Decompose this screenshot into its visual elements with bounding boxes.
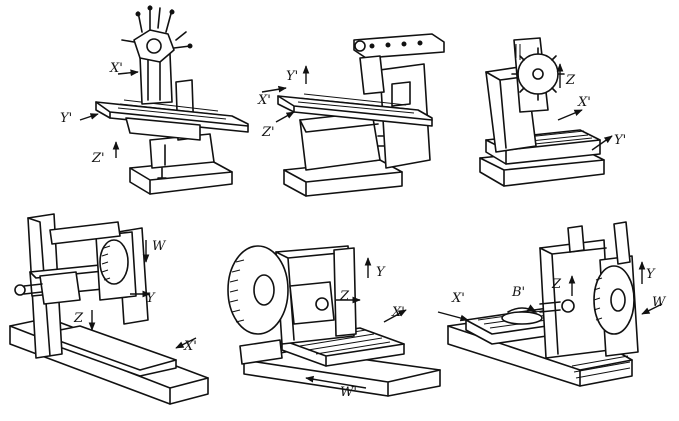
axis-label-y: Y' bbox=[60, 111, 72, 126]
axis-label-z: Z' bbox=[91, 151, 105, 166]
axis-label-x: X' bbox=[391, 305, 405, 320]
axis-label-z: Z bbox=[551, 277, 562, 292]
axis-label-y: Y bbox=[376, 265, 386, 280]
floor-boring-mill bbox=[227, 245, 441, 397]
axis-label-w: W' bbox=[340, 385, 357, 400]
axis-label-y: Y' bbox=[614, 133, 626, 148]
axis-label-y: Y bbox=[146, 291, 156, 306]
axis-label-x: X' bbox=[451, 291, 465, 306]
axis-label-x: X' bbox=[183, 339, 197, 354]
axis-label-w: W bbox=[152, 239, 167, 254]
axis-label-x: X' bbox=[577, 95, 591, 110]
axis-label-b: B' bbox=[511, 285, 525, 300]
horizontal-boring-mill bbox=[437, 221, 663, 387]
axis-label-z: Z bbox=[73, 311, 84, 326]
bed-mill bbox=[479, 37, 613, 187]
planer-mill bbox=[9, 213, 209, 405]
axis-label-y: Y' bbox=[286, 69, 298, 84]
horizontal-knee-mill bbox=[261, 33, 445, 197]
axis-label-x: X' bbox=[257, 93, 271, 108]
axis-label-z: Z' bbox=[261, 125, 275, 140]
axis-label-w: W bbox=[652, 295, 667, 310]
axis-label-z: Z bbox=[565, 73, 576, 88]
axis-label-z: Z bbox=[339, 289, 350, 304]
axis-label-y: Y bbox=[646, 267, 656, 282]
vertical-knee-mill bbox=[79, 5, 249, 195]
axis-label-x: X' bbox=[109, 61, 123, 76]
